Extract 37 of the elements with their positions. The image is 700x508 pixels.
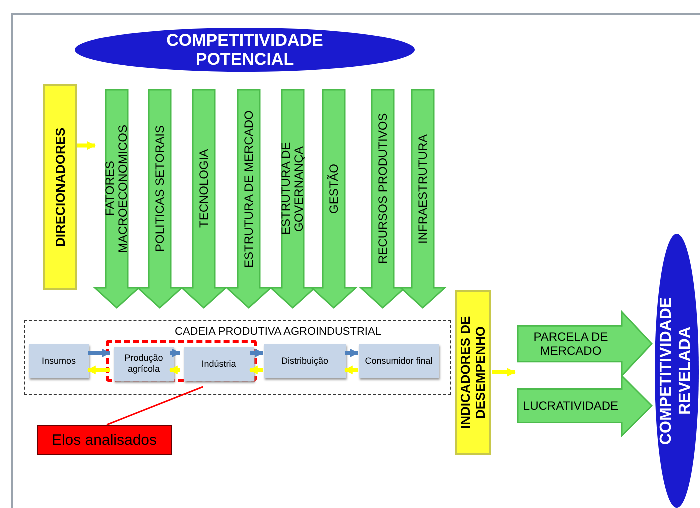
dashed-frame [24,320,451,395]
arrow [77,141,96,150]
driver-bar [455,290,491,455]
highlight-frame [106,340,257,382]
frame-title: CADEIA PRODUTIVA AGROINDUSTRIAL [175,326,382,338]
chain-box: Insumos [29,344,89,378]
bar-label: DIRECIONADORES [52,126,68,249]
arrow [87,366,110,375]
arrow-label: POLITICAS SETORAIS [154,124,166,254]
arrow [492,368,516,377]
arrow-label: RECURSOS PRODUTIVOS [376,112,390,266]
callout-box: Elos analisados [37,425,172,455]
arrow-label: GESTÃO [328,163,340,216]
chain-box: Consumidor final [359,344,439,378]
arrow-label: INFRAESTRUTURA [416,133,430,246]
arrow-label: PARCELA DE MERCADO [532,330,610,358]
arrow-label: FATORES MACROECONOMICOS [104,124,130,256]
chain-box: Distribuição [264,344,346,378]
ellipse-label: COMPETITIVIDADE REVELADA [657,296,695,447]
arrow-label: ESTRUTURA DE MERCADO [242,109,256,270]
arrow-label: LUCRATIVIDADE [522,399,620,413]
arrow [345,348,359,358]
bar-label: INDICADORES DE DESEMPENHO [458,315,488,431]
chain-box: Indústria [184,347,254,381]
arrow [344,366,358,375]
leader-line [106,386,204,426]
arrow [250,348,264,358]
arrow [249,366,263,375]
chain-box: Produção agrícola [114,347,174,381]
ellipse-shape [655,234,699,508]
arrow-label: ESTRUTURA DE GOVERNANÇA [280,142,306,238]
arrow-label: TECNOLOGIA [198,148,210,230]
ellipse-label: COMPETITIVIDADE POTENCIAL [75,28,415,72]
arrow [170,348,181,358]
driver-bar [43,84,77,290]
arrow [88,348,111,358]
arrow [169,366,180,375]
